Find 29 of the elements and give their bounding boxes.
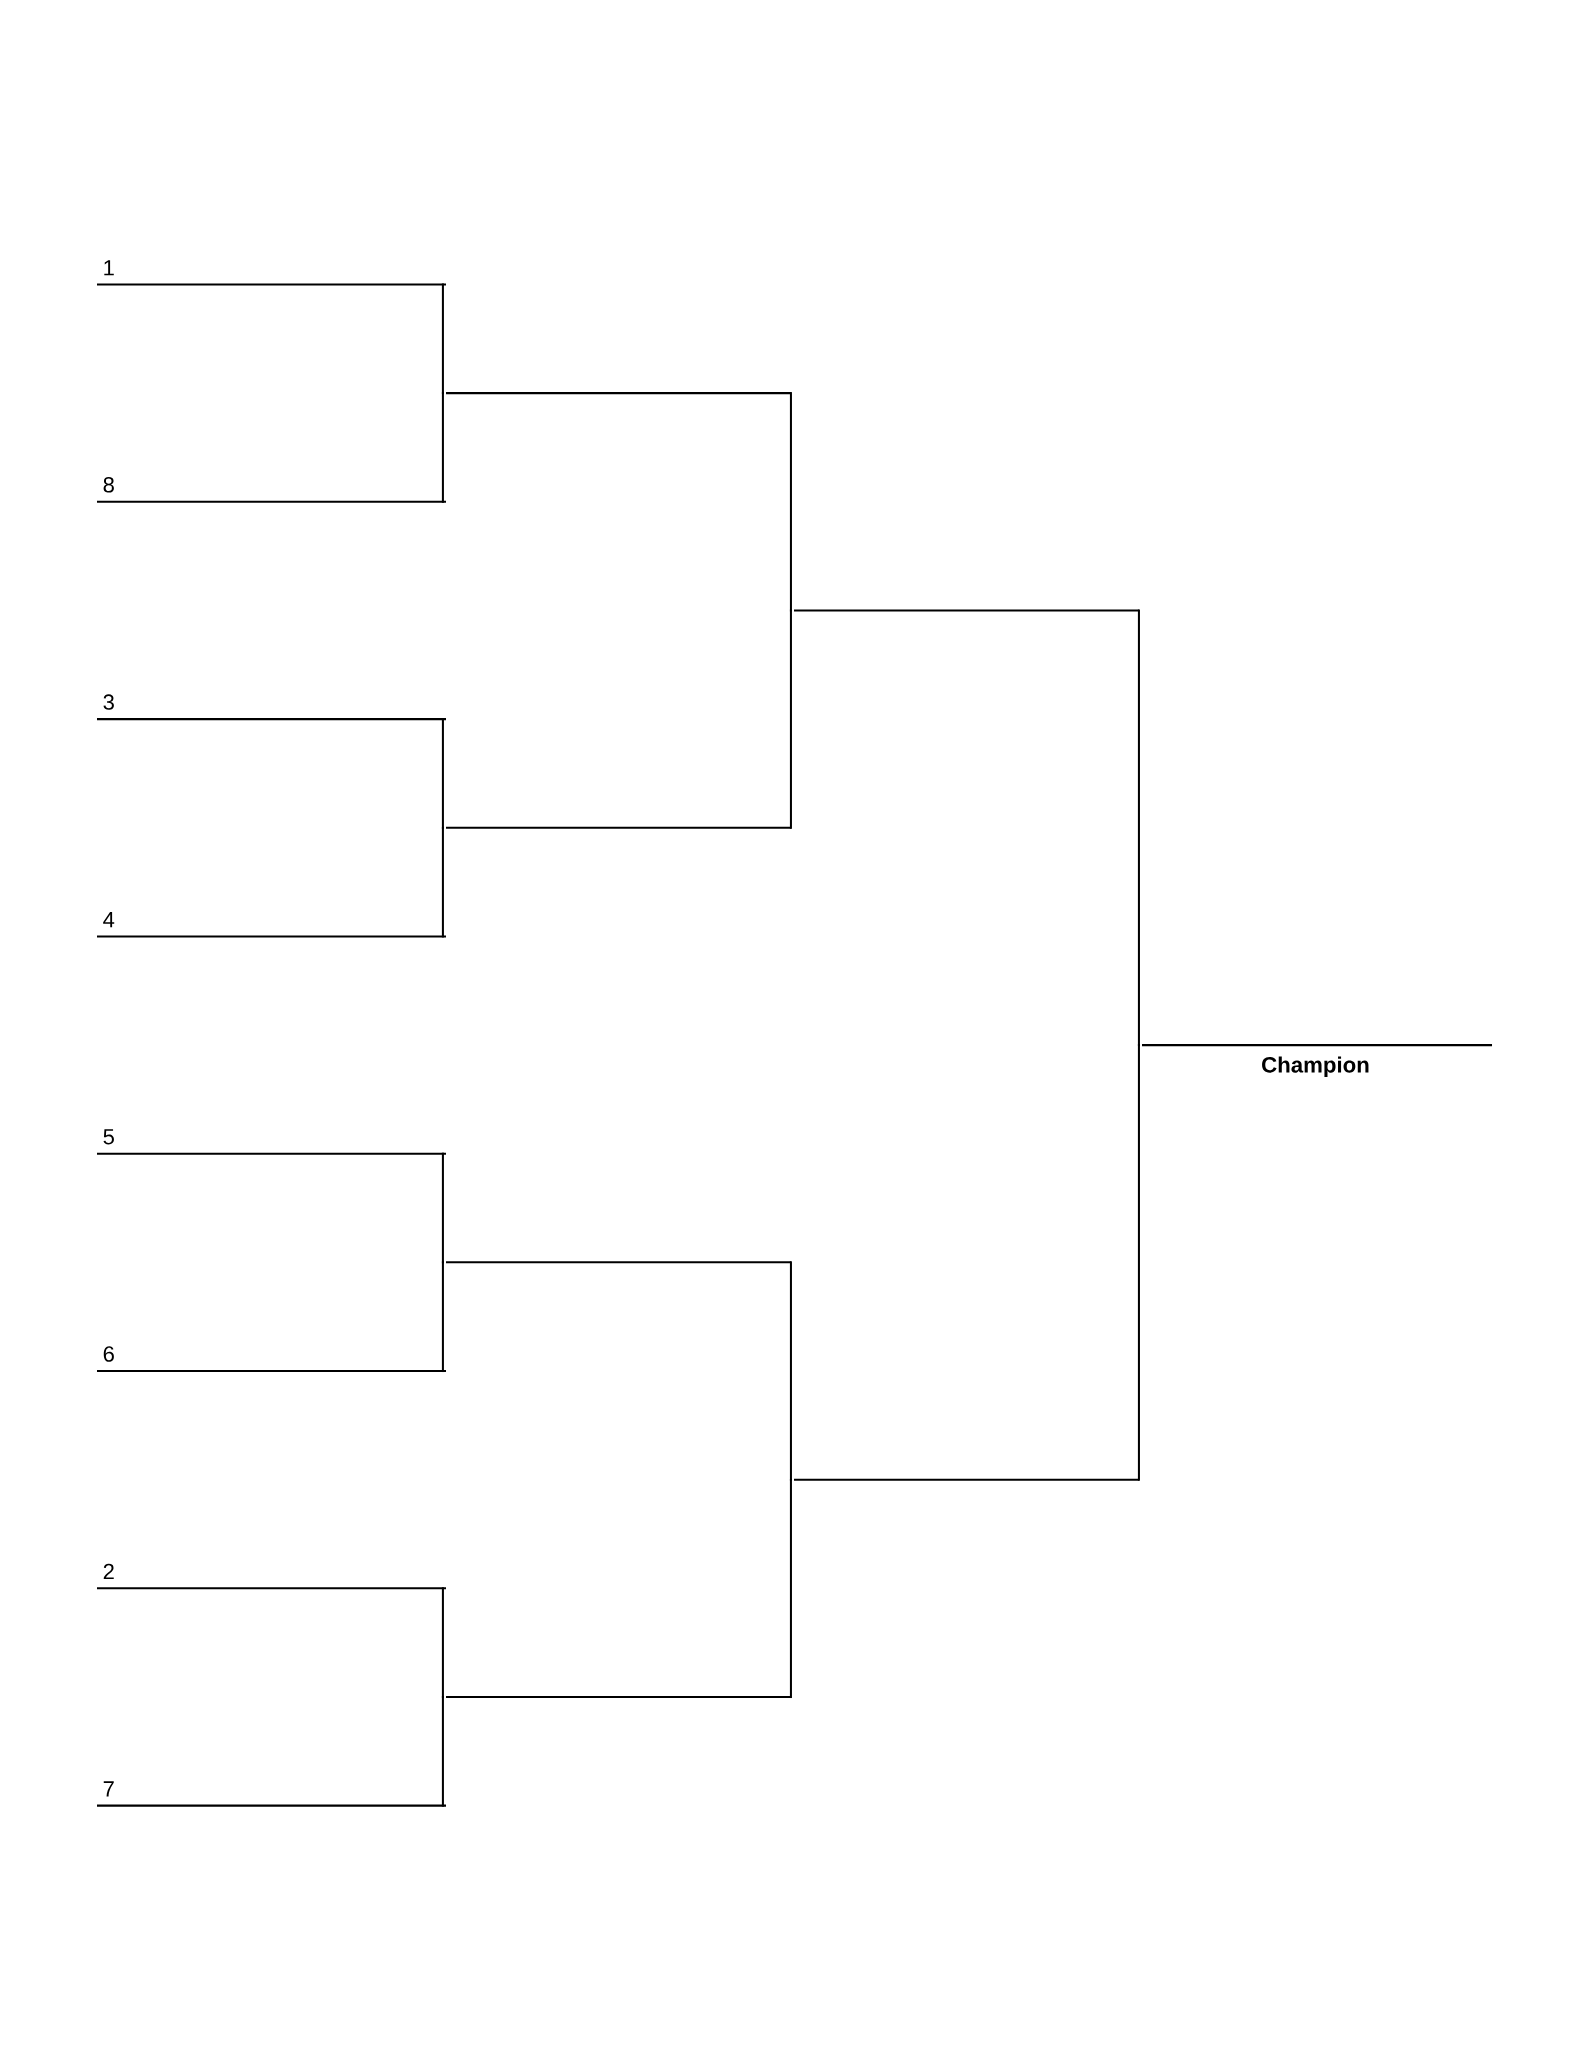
- bracket-connector: [441, 1696, 444, 1807]
- bracket-connector: [441, 392, 444, 503]
- bracket-line: [446, 1696, 791, 1699]
- bracket-connector: [789, 392, 792, 612]
- bracket-connector: [1137, 1044, 1140, 1481]
- bracket-connector: [1137, 609, 1140, 1047]
- bracket-connector: [441, 283, 444, 395]
- seed-line: 6: [97, 1346, 446, 1373]
- bracket-connector: [789, 1261, 792, 1481]
- seed-line: 4: [97, 912, 446, 938]
- bracket-connector: [789, 609, 792, 829]
- bracket-line: [446, 826, 791, 829]
- seed-line: 1: [97, 260, 446, 286]
- bracket-connector: [441, 1152, 444, 1264]
- seed-line: 7: [97, 1781, 446, 1807]
- bracket-connector: [441, 1587, 444, 1699]
- bracket-line: [446, 1261, 791, 1264]
- seed-line: 5: [97, 1129, 446, 1155]
- bracket-connector: [441, 1261, 444, 1373]
- bracket-line: [446, 392, 791, 395]
- champion-line: Champion: [1142, 1044, 1492, 1078]
- seed-line: 3: [97, 694, 446, 721]
- seed-line: 2: [97, 1563, 446, 1590]
- bracket-line: [794, 1478, 1139, 1481]
- bracket-connector: [441, 718, 444, 829]
- bracket-line: [794, 609, 1139, 612]
- seed-line: 8: [97, 477, 446, 503]
- bracket-connector: [441, 826, 444, 938]
- bracket-connector: [789, 1478, 792, 1699]
